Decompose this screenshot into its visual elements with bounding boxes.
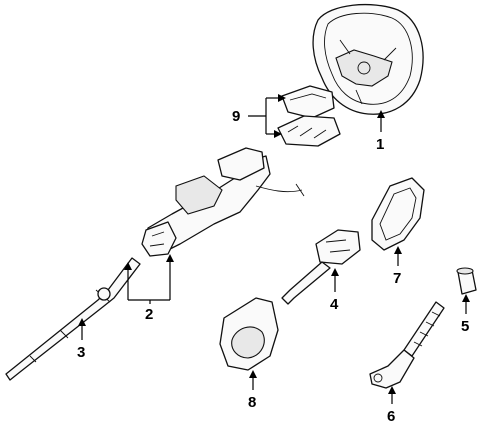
callout-1: 1: [376, 136, 384, 153]
boot-seal-icon[interactable]: [219, 297, 279, 371]
callout-4: 4: [330, 296, 339, 313]
column-cover-icon[interactable]: [371, 177, 425, 251]
callout-2: 2: [145, 306, 153, 323]
callout-3: 3: [77, 344, 85, 361]
universal-joint-shaft-icon[interactable]: [369, 301, 445, 389]
shroud-covers-icon[interactable]: [277, 85, 341, 147]
callout-5: 5: [461, 318, 469, 335]
callout-9: 9: [232, 108, 240, 125]
intermediate-shaft-icon[interactable]: [281, 229, 361, 305]
callout-6: 6: [387, 408, 395, 425]
callout-8: 8: [248, 394, 256, 411]
steering-wheel-icon[interactable]: [312, 3, 424, 115]
bushing-icon[interactable]: [456, 267, 477, 295]
lower-shaft-icon[interactable]: [5, 257, 141, 381]
steering-column-assembly-icon[interactable]: [141, 147, 305, 257]
callout-7: 7: [393, 270, 401, 287]
